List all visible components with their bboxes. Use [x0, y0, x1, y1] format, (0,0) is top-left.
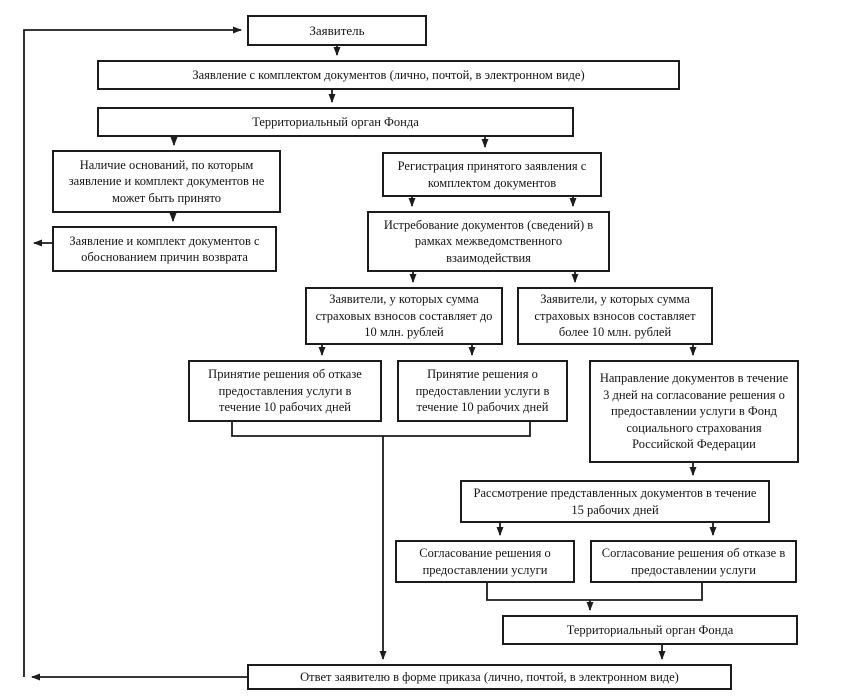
- node-response: Ответ заявителю в форме приказа (лично, …: [247, 664, 732, 690]
- node-interagency-request: Истребование документов (сведений) в рам…: [367, 211, 610, 272]
- node-applicant: Заявитель: [247, 15, 427, 46]
- node-grounds-for-refusal: Наличие оснований, по которым заявление …: [52, 150, 281, 213]
- node-application: Заявление с комплектом документов (лично…: [97, 60, 680, 90]
- node-review-documents: Рассмотрение представленных документов в…: [460, 480, 770, 523]
- node-territorial-body-2: Территориальный орган Фонда: [502, 615, 798, 645]
- node-decision-grant: Принятие решения о предоставлении услуги…: [397, 360, 568, 422]
- node-approval-refusal: Согласование решения об отказе в предост…: [590, 540, 797, 583]
- connector-rail-to-applicant: [23, 26, 242, 677]
- node-applicants-over-10m: Заявители, у которых сумма страховых взн…: [517, 287, 713, 345]
- node-approval-grant: Согласование решения о предоставлении ус…: [395, 540, 575, 583]
- node-return-documents: Заявление и комплект документов с обосно…: [52, 226, 277, 272]
- node-applicants-under-10m: Заявители, у которых сумма страховых взн…: [305, 287, 503, 345]
- node-registration: Регистрация принятого заявления с компле…: [382, 152, 602, 197]
- connector-decisions-bracket: [231, 422, 531, 437]
- node-decision-refusal: Принятие решения об отказе предоставлени…: [188, 360, 382, 422]
- node-territorial-body: Территориальный орган Фонда: [97, 107, 574, 137]
- node-send-for-approval: Направление документов в течение 3 дней …: [589, 360, 799, 463]
- connector-approvals-bracket: [486, 583, 703, 601]
